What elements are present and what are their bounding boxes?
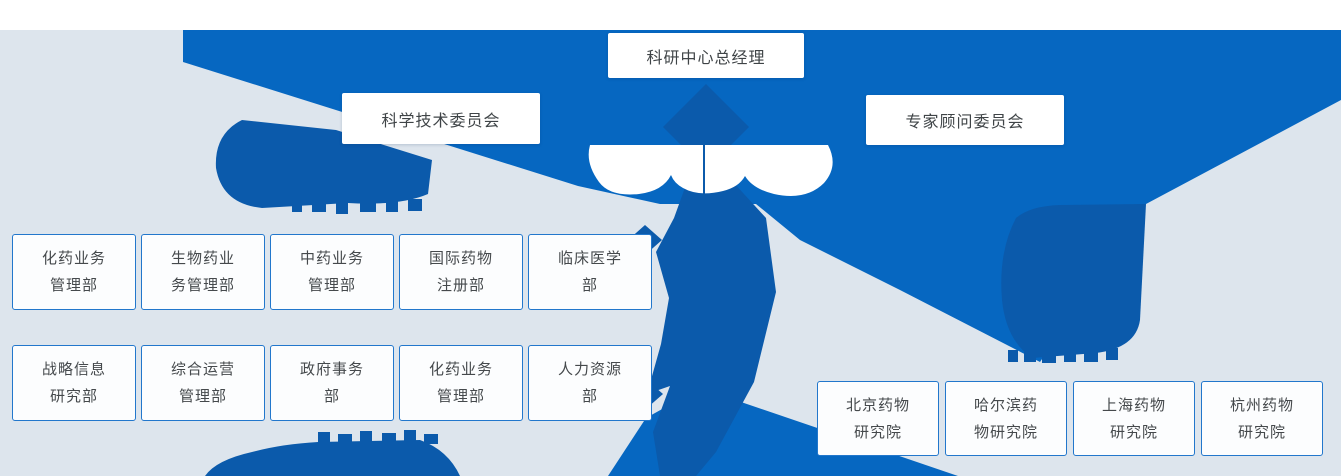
dept-label-line1: 生物药业 [170,249,235,267]
dept-box-intl-drug-registration: 国际药物 注册部 [399,234,523,310]
dept-box-strategic-information: 战略信息 研究部 [12,345,136,421]
org-node-science-tech-committee: 科学技术委员会 [342,93,540,144]
dept-label-line1: 国际药物 [428,249,493,267]
dept-box-general-operations: 综合运营 管理部 [141,345,265,421]
institute-label-line2: 研究院 [1109,422,1158,441]
dept-label-line2: 管理部 [178,387,227,405]
dept-label-line1: 人力资源 [557,360,622,378]
dept-label-line1: 化药业务 [41,249,106,267]
dept-label-line1: 临床医学 [557,249,622,267]
dept-label-line2: 研究部 [49,387,98,405]
institute-label-line2: 物研究院 [973,422,1038,441]
dept-label-line2: 管理部 [436,387,485,405]
dept-label-line2: 管理部 [49,276,98,294]
dept-label-line1: 中药业务 [299,249,364,267]
institute-box-shanghai: 上海药物 研究院 [1073,381,1195,456]
dept-box-chem-pharma-business-2: 化药业务 管理部 [399,345,523,421]
dept-box-chem-pharma-business: 化药业务 管理部 [12,234,136,310]
dept-label-line1: 政府事务 [299,360,364,378]
institute-box-harbin: 哈尔滨药 物研究院 [945,381,1067,456]
dept-label-line2: 管理部 [307,276,356,294]
committee-left-label: 科学技术委员会 [381,110,501,130]
dept-box-clinical-medicine: 临床医学 部 [528,234,652,310]
dept-label-line1: 综合运营 [170,360,235,378]
institute-label-line1: 上海药物 [1101,395,1166,414]
org-node-expert-advisory-committee: 专家顾问委员会 [866,95,1064,145]
dept-box-government-affairs: 政府事务 部 [270,345,394,421]
institute-label-line1: 哈尔滨药 [973,395,1038,414]
institute-label-line2: 研究院 [1237,422,1286,441]
general-manager-label: 科研中心总经理 [646,47,766,67]
dept-label-line2: 部 [323,387,340,405]
dept-box-bio-pharma-business: 生物药业 务管理部 [141,234,265,310]
dept-box-human-resources: 人力资源 部 [528,345,652,421]
institute-box-beijing: 北京药物 研究院 [817,381,939,456]
institute-label-line1: 北京药物 [845,395,910,414]
dept-label-line2: 务管理部 [170,276,235,294]
dept-label-line2: 部 [581,276,598,294]
dept-label-line2: 注册部 [436,276,485,294]
dept-box-tcm-business: 中药业务 管理部 [270,234,394,310]
committee-right-label: 专家顾问委员会 [905,112,1025,131]
dept-label-line1: 战略信息 [41,360,106,378]
dept-label-line1: 化药业务 [428,360,493,378]
institute-label-line1: 杭州药物 [1229,395,1294,414]
institute-box-hangzhou: 杭州药物 研究院 [1201,381,1323,456]
institute-label-line2: 研究院 [853,422,902,441]
org-node-general-manager: 科研中心总经理 [608,33,804,78]
dept-label-line2: 部 [581,387,598,405]
